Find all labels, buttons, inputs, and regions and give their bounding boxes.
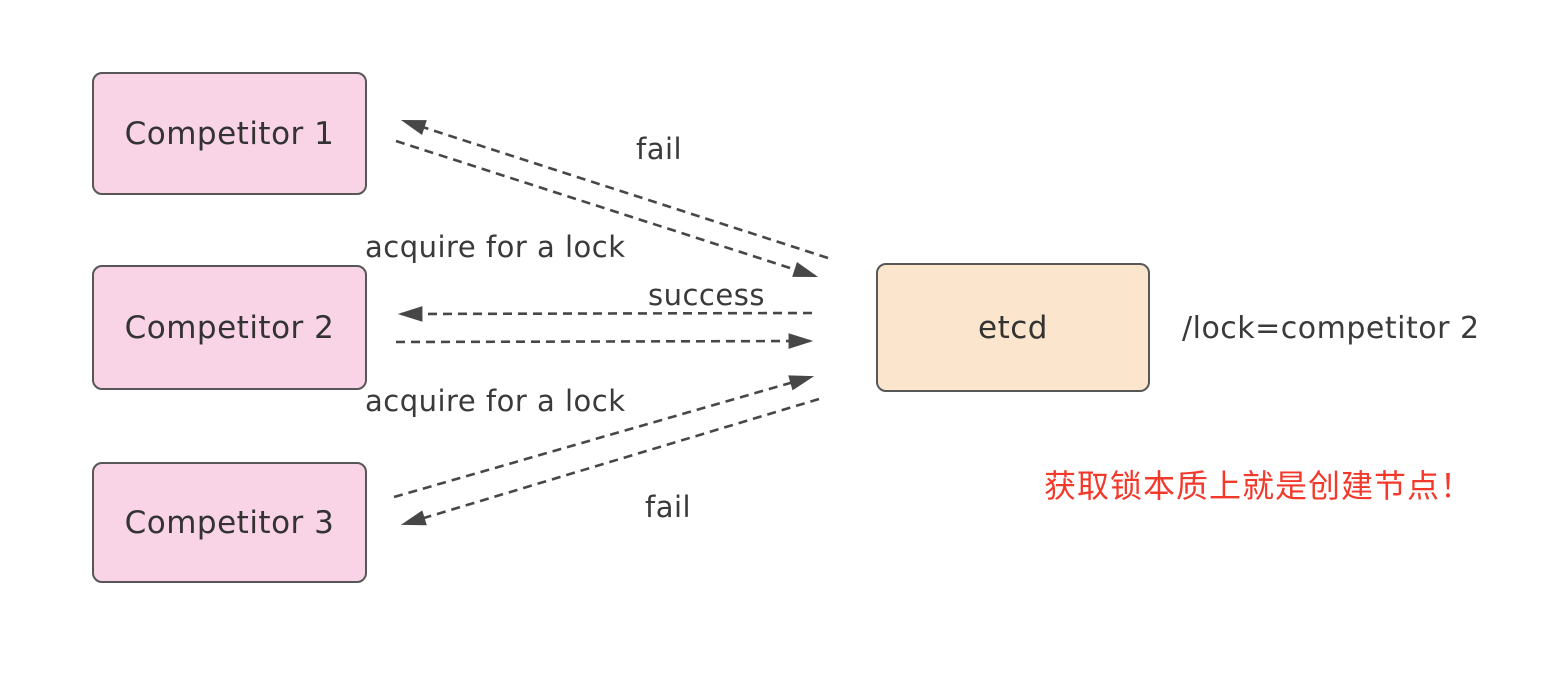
edge-label-fail-competitor-3: fail: [645, 490, 692, 524]
edge-label-acquire-competitor-3: acquire for a lock: [365, 384, 626, 418]
edge-label-success-competitor-2: success: [648, 278, 765, 312]
node-competitor-1-label: Competitor 1: [124, 115, 335, 152]
node-competitor-3: Competitor 3: [92, 462, 367, 583]
node-competitor-3-label: Competitor 3: [124, 504, 335, 541]
edge-label-fail-competitor-1: fail: [636, 132, 683, 166]
node-competitor-1: Competitor 1: [92, 72, 367, 195]
edge-label-acquire-competitor-1: acquire for a lock: [365, 230, 626, 264]
node-competitor-2: Competitor 2: [92, 265, 367, 390]
edge-success-etcd-to-competitor-2: [397, 306, 813, 322]
edge-acquire-competitor-2-to-etcd: [395, 333, 814, 349]
node-competitor-2-label: Competitor 2: [124, 309, 335, 346]
lock-key-annotation: /lock=competitor 2: [1182, 311, 1480, 346]
note-annotation-cn: 获取锁本质上就是创建节点！: [1044, 467, 1474, 505]
node-etcd: etcd: [876, 263, 1150, 392]
node-etcd-label: etcd: [978, 309, 1048, 346]
